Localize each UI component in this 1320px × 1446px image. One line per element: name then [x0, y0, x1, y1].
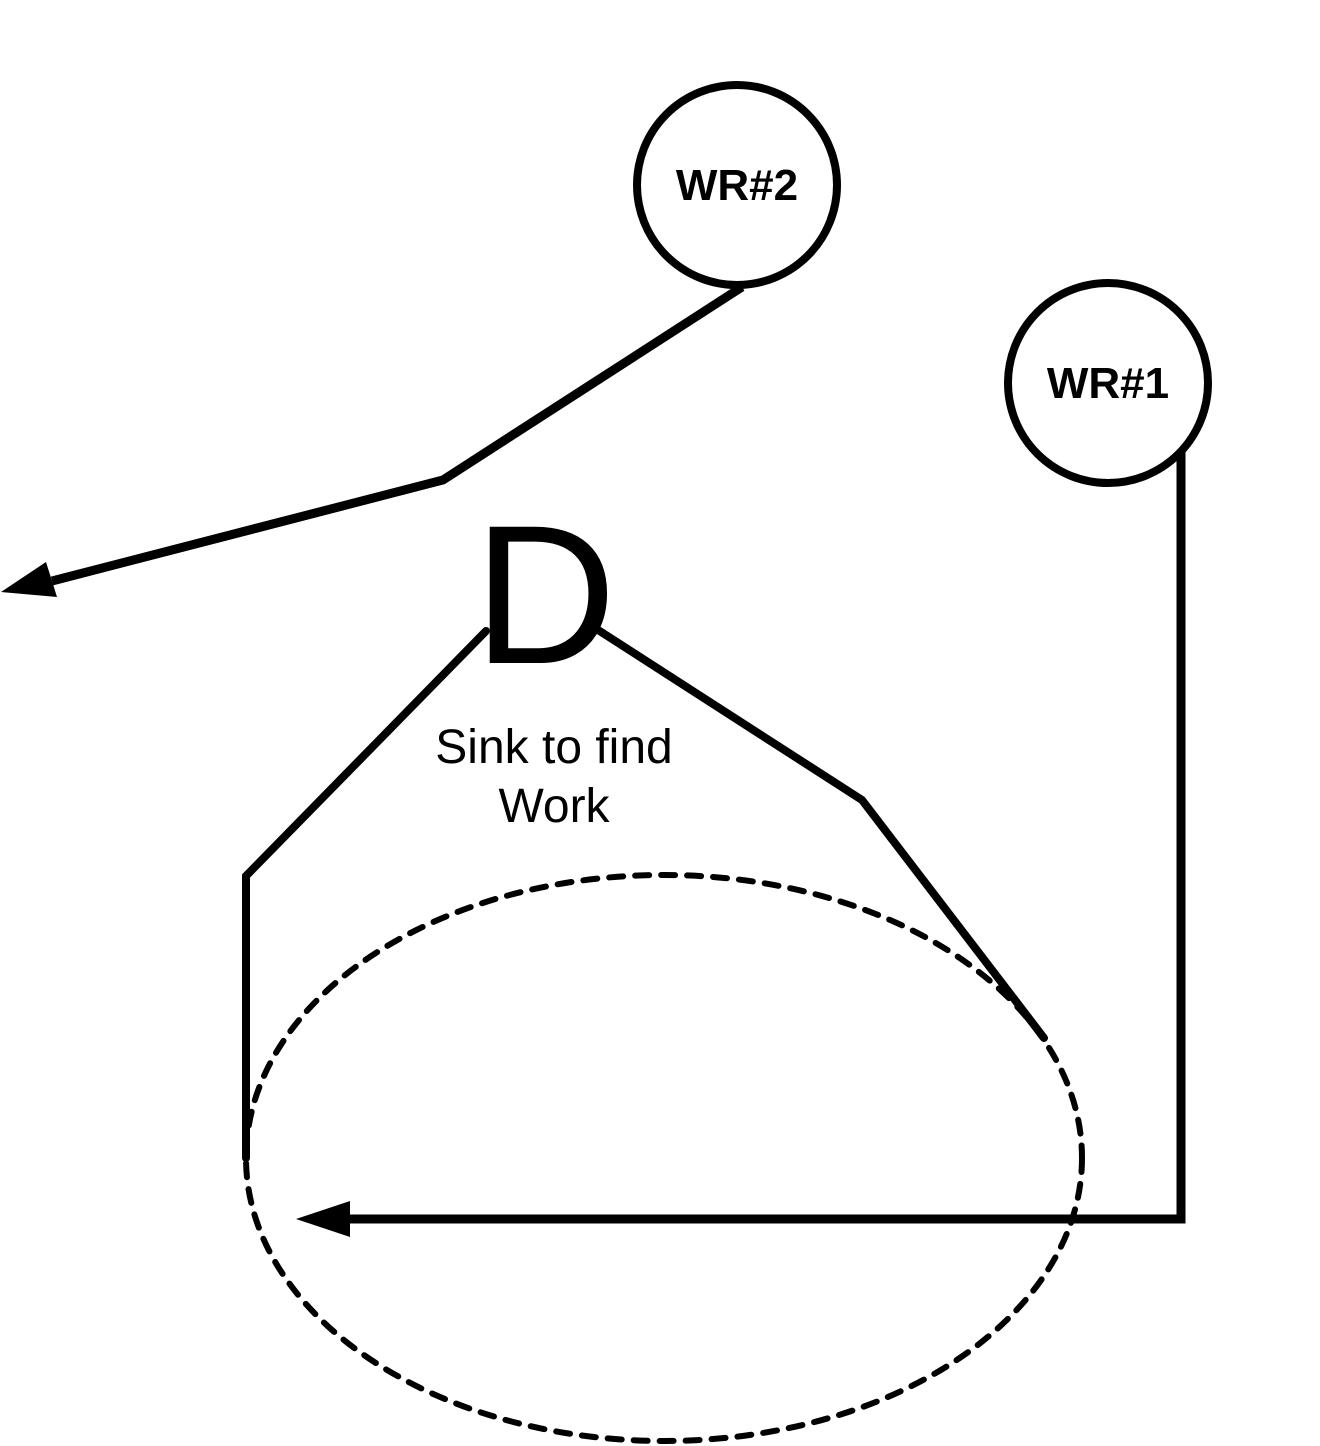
- player-wr1: WR#1: [1004, 279, 1212, 487]
- defender-label: D: [474, 484, 617, 705]
- defender-note-line-2: Work: [498, 780, 610, 833]
- wr1-route-arrowhead-icon: [296, 1201, 350, 1237]
- wr1-circle: [1004, 279, 1212, 487]
- wr1-label: WR#1: [1047, 359, 1169, 408]
- wr2-label: WR#2: [676, 161, 798, 210]
- defender-right-drop-line: [591, 624, 1048, 1042]
- wr2-circle: [633, 81, 841, 289]
- defender-left-drop-line: [242, 627, 490, 1162]
- wr1-route-line: [345, 448, 1186, 1224]
- wr2-route-line: [50, 283, 745, 586]
- defender-note-line-1: Sink to find: [435, 721, 672, 774]
- coverage-zone-ellipse: [243, 872, 1085, 1444]
- player-wr2: WR#2: [633, 81, 841, 289]
- wr2-route-arrowhead-icon: [1, 562, 57, 597]
